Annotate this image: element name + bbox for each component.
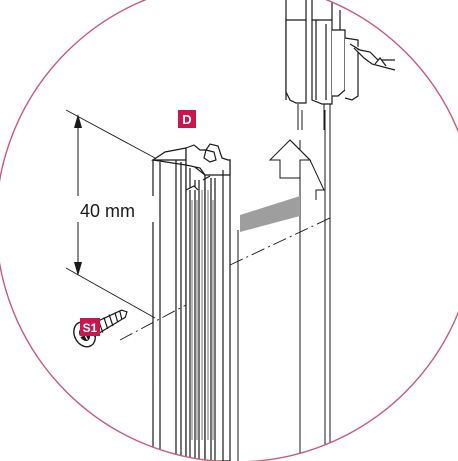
label-d-badge: D bbox=[178, 110, 196, 128]
label-d: D bbox=[182, 112, 191, 127]
upper-frame-profile bbox=[285, 0, 396, 105]
up-arrow-icon bbox=[268, 139, 325, 200]
background-lines bbox=[237, 100, 331, 461]
dimension-line bbox=[70, 114, 154, 276]
dimension-label: 40 mm bbox=[80, 201, 135, 221]
label-s1: S1 bbox=[83, 321, 98, 335]
slide-direction-shape bbox=[240, 196, 300, 232]
profile-hatching bbox=[191, 190, 214, 440]
lower-track-lines bbox=[297, 104, 325, 130]
alignment-lines bbox=[119, 217, 331, 341]
screw-icon bbox=[73, 309, 128, 348]
profile-d bbox=[151, 143, 231, 461]
illustration bbox=[65, 0, 396, 461]
label-s1-badge: S1 bbox=[80, 318, 100, 336]
dimension-extensions bbox=[65, 109, 156, 319]
